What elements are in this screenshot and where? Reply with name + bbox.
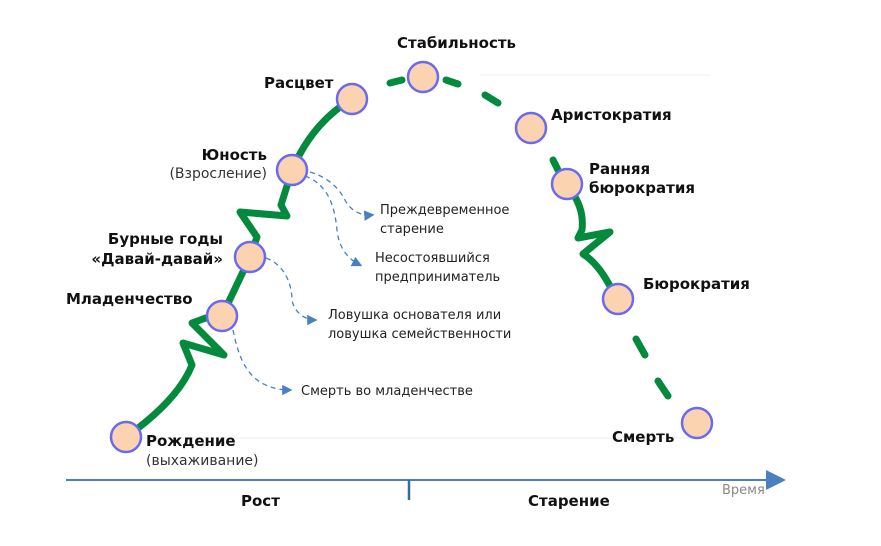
axis-aging-label: Старение bbox=[528, 492, 610, 510]
trap-premature-aging: Преждевременное старение bbox=[380, 201, 509, 239]
label-prime: Расцвет bbox=[264, 74, 334, 92]
trap-failed-entrepreneur: Несостоявшийся предприниматель bbox=[375, 249, 500, 287]
label-birth-sub: (выхаживание) bbox=[146, 453, 259, 469]
trap-founder: Ловушка основателя или ловушка семействе… bbox=[328, 306, 511, 344]
node-infancy bbox=[205, 299, 239, 333]
label-death: Смерть bbox=[612, 428, 675, 446]
stage-nodes bbox=[109, 60, 714, 454]
trap-premature-aging-line1: Преждевременное bbox=[380, 203, 510, 218]
arrow-infant-mortality bbox=[232, 329, 293, 396]
label-early-bureaucracy: Ранняя bbox=[589, 160, 651, 178]
label-stable: Стабильность bbox=[397, 34, 517, 52]
axis-time-label: Время bbox=[722, 483, 765, 498]
curve-dash bbox=[632, 335, 649, 359]
curve-earlybur-bur bbox=[563, 180, 616, 294]
trap-failed-entrepreneur-line2: предприниматель bbox=[375, 270, 501, 285]
node-birth bbox=[109, 420, 143, 454]
trap-founder-line1: Ловушка основателя или bbox=[328, 308, 502, 323]
label-bureaucracy: Бюрократия bbox=[643, 275, 750, 293]
node-gogo bbox=[233, 240, 267, 274]
label-aristocracy: Аристократия bbox=[551, 106, 672, 124]
node-early-bureaucracy bbox=[550, 167, 584, 201]
axis-growth-label: Рост bbox=[241, 492, 280, 510]
arrow-premature-aging bbox=[309, 171, 375, 221]
arrow-failed-entrepreneur bbox=[304, 175, 363, 267]
curve-dash bbox=[654, 377, 672, 400]
trap-founder-line2: ловушка семейственности bbox=[328, 327, 512, 342]
curve-dash bbox=[386, 76, 406, 87]
node-death bbox=[680, 406, 714, 440]
node-prime bbox=[335, 82, 369, 116]
node-stable bbox=[406, 60, 440, 94]
label-birth: Рождение bbox=[146, 432, 236, 450]
curve-dash bbox=[442, 76, 462, 88]
curve-dash bbox=[549, 156, 562, 174]
label-gogo: Бурные годы bbox=[107, 230, 223, 248]
label-youth: Юность bbox=[201, 146, 267, 164]
trap-premature-aging-line2: старение bbox=[380, 222, 444, 237]
trap-failed-entrepreneur-line1: Несостоявшийся bbox=[375, 251, 490, 266]
label-early-bureaucracy-2: бюрократия bbox=[589, 179, 695, 197]
node-aristocracy bbox=[514, 111, 548, 145]
label-gogo-2: «Давай-давай» bbox=[91, 250, 223, 268]
label-infancy: Младенчество bbox=[66, 290, 193, 308]
trap-infant-mortality: Смерть во младенчестве bbox=[301, 384, 473, 399]
label-youth-sub: (Взросление) bbox=[169, 166, 267, 182]
node-youth bbox=[275, 153, 309, 187]
curve-gogo-youth bbox=[236, 166, 296, 261]
trap-arrows bbox=[232, 171, 375, 396]
curve-dash bbox=[481, 91, 502, 107]
arrow-founder-trap bbox=[265, 257, 318, 326]
node-bureaucracy bbox=[601, 282, 635, 316]
curve-birth-infancy bbox=[122, 311, 228, 441]
